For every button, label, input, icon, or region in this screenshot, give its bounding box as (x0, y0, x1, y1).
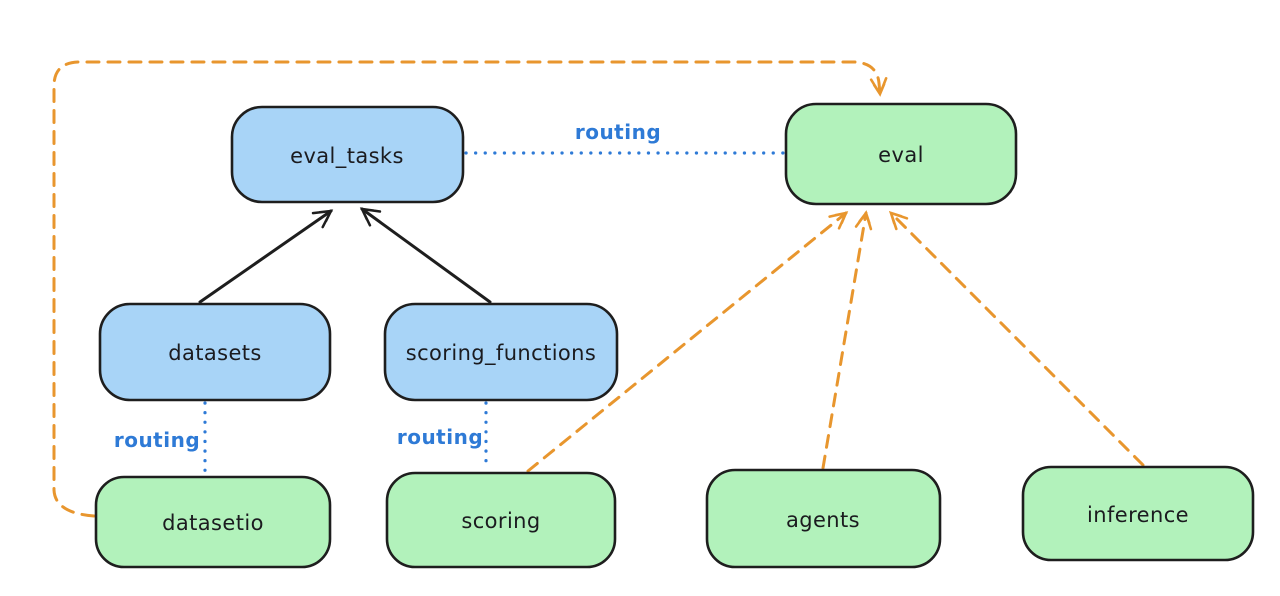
node-agents-label: agents (786, 508, 860, 532)
edge-inference-to-eval-arrow (888, 210, 1145, 467)
node-scoring: scoring (385, 471, 617, 569)
edge-scoring-functions-to-eval-tasks-arrow (359, 207, 492, 304)
node-datasetio-label: datasetio (162, 511, 264, 535)
node-inference-label: inference (1087, 503, 1189, 527)
node-eval-label: eval (878, 143, 924, 167)
routing-label: routing (575, 120, 661, 144)
node-inference: inference (1021, 465, 1255, 562)
node-scoring-functions: scoring_functions (383, 302, 619, 402)
node-datasets: datasets (98, 302, 332, 402)
edge-datasets-to-eval-tasks-arrow (198, 209, 334, 304)
node-eval-tasks: eval_tasks (230, 105, 465, 204)
node-scoring-functions-label: scoring_functions (406, 341, 596, 366)
node-datasetio: datasetio (94, 475, 332, 569)
node-eval: eval (784, 102, 1018, 206)
edge-agents-to-eval-arrow (821, 210, 873, 470)
node-agents: agents (705, 468, 942, 569)
node-scoring-label: scoring (461, 509, 540, 533)
routing-label: routing (397, 425, 483, 449)
node-datasets-label: datasets (168, 341, 262, 365)
edge-datasetio-to-eval-loop-arrow (52, 60, 888, 518)
node-eval-tasks-label: eval_tasks (290, 144, 404, 169)
edge-scoring-to-eval-arrow (526, 211, 849, 473)
routing-label: routing (114, 428, 200, 452)
